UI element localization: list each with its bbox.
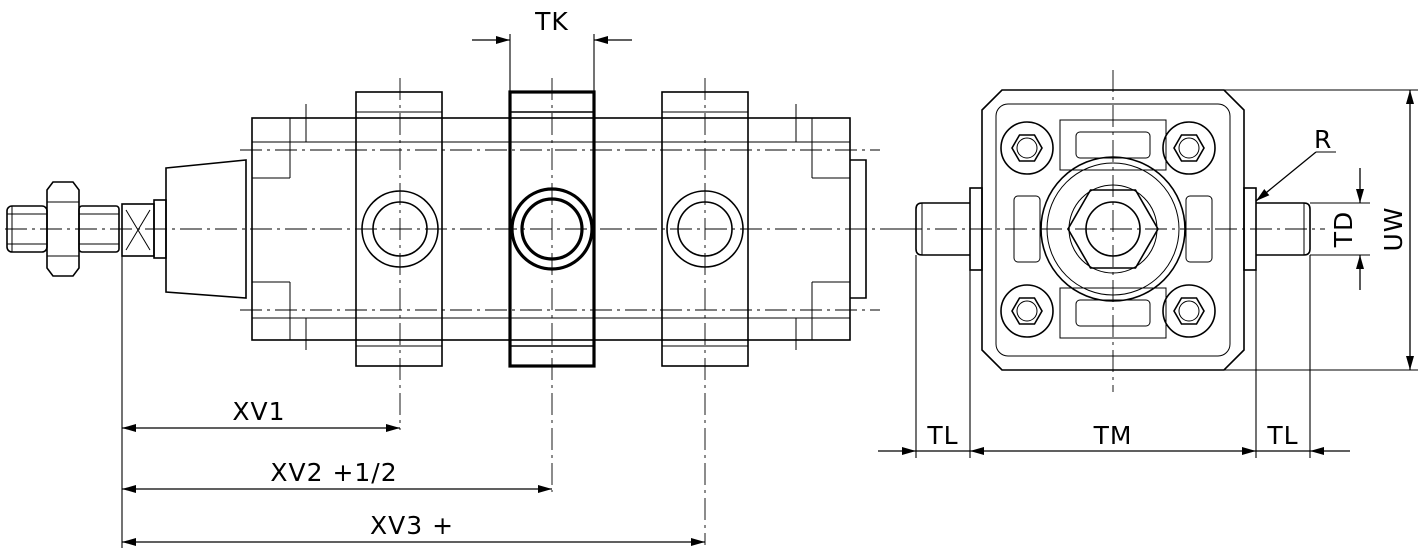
dimension-tl-tm: TL TM TL [878,255,1350,458]
side-view: TK XV1 XV2 +1/2 XV3 + [5,7,900,548]
label-td: TD [1329,211,1358,249]
cylinder-body [251,104,851,350]
tie-rod-nut-bottom-left [1000,284,1054,338]
piston-rod [78,205,120,253]
dimension-r: R [1255,125,1336,202]
dimension-xv1: XV1 [122,397,400,432]
dimension-uw: UW [1224,89,1418,371]
tie-rod-nut-bottom-right [1162,284,1216,338]
end-plate-pockets [1013,119,1213,339]
rod-boss [1040,156,1186,302]
dimension-tk: TK [472,7,632,92]
label-tl-right: TL [1266,421,1298,450]
end-view: R TD UW TL TM [878,70,1418,458]
wrench-flat [121,203,155,257]
tie-rod-nut-top-right [1162,121,1216,175]
dimension-xv2: XV2 +1/2 [122,458,552,493]
label-xv1: XV1 [232,397,285,426]
label-tk: TK [534,7,569,36]
dimension-td: TD [1310,168,1370,290]
label-uw: UW [1379,206,1408,251]
trunnion-pin-right [1243,187,1311,271]
tie-rod-nut-top-left [1000,121,1054,175]
dimension-xv3: XV3 + [122,511,705,546]
rod-thread [6,205,48,253]
label-xv2: XV2 +1/2 [270,458,397,487]
label-tm: TM [1093,421,1133,450]
label-xv3: XV3 + [370,511,454,540]
front-cover [165,159,247,299]
rear-cap [850,159,867,299]
hex-nut [46,181,80,277]
trunnion-pin-left [915,187,983,271]
label-tl-left: TL [926,421,958,450]
label-r: R [1314,125,1332,154]
